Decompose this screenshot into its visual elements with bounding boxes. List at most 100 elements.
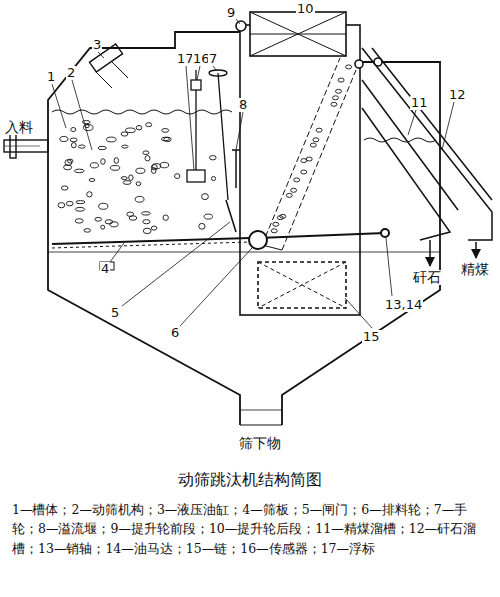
- drawing-stroke: [70, 138, 77, 142]
- drawing-stroke: [143, 151, 149, 155]
- drawing-stroke: [162, 129, 169, 133]
- drawing-stroke: [74, 169, 84, 173]
- key-entry: 4—筛板；: [242, 502, 301, 517]
- drawing-stroke: [336, 89, 342, 93]
- drawing-stroke: [338, 78, 344, 82]
- stream-label: 筛下物: [238, 436, 282, 451]
- drawing-stroke: [362, 48, 492, 240]
- drawing-stroke: [125, 128, 135, 133]
- drawing-stroke: [291, 188, 297, 192]
- drawing-stroke: [89, 179, 95, 182]
- drawing-stroke: [143, 220, 150, 224]
- callout-number: 13,14: [384, 298, 423, 312]
- sieve-plate: [52, 229, 389, 249]
- callout-number: 8: [238, 98, 248, 112]
- drawing-stroke: [105, 220, 113, 224]
- key-entry: 2—动筛机构；: [71, 502, 156, 517]
- stream-label: 精煤: [460, 262, 490, 277]
- drawing-stroke: [136, 182, 141, 186]
- callout-number: 12: [448, 88, 467, 102]
- drawing-stroke: [301, 159, 307, 163]
- drawing-stroke: [52, 84, 66, 128]
- drawing-stroke: [107, 137, 117, 142]
- key-entry: 14—油马达；: [105, 541, 185, 556]
- drawing-stroke: [129, 216, 137, 220]
- drawing-stroke: [87, 192, 92, 197]
- drawing-stroke: [355, 60, 363, 68]
- drawing-stroke: [240, 25, 360, 315]
- drawing-stroke: [99, 203, 108, 209]
- coal-particles: [58, 65, 352, 234]
- drawing-stroke: [372, 48, 492, 200]
- parts-key: 1—槽体；2—动筛机构；3—液压油缸；4—筛板；5—闸门；6—排料轮；7—手轮；…: [12, 500, 488, 558]
- key-entry: 5—闸门；: [302, 502, 361, 517]
- drawing-stroke: [71, 143, 76, 148]
- drawing-stroke: [197, 66, 200, 80]
- drawing-stroke: [429, 240, 431, 266]
- drawing-stroke: [61, 186, 68, 190]
- drawing-stroke: [110, 222, 118, 227]
- drawing-stroke: [271, 229, 277, 233]
- drawing-stroke: [310, 143, 316, 147]
- drawing-stroke: [146, 123, 152, 127]
- drawing-stroke: [175, 174, 180, 179]
- drawing-stroke: [262, 58, 340, 245]
- drawing-stroke: [58, 203, 65, 208]
- drawing-stroke: [145, 156, 150, 161]
- drawing-stroke: [313, 138, 319, 142]
- drawing-stroke: [475, 242, 477, 258]
- drawing-stroke: [114, 158, 118, 164]
- drawing-stroke: [84, 229, 91, 233]
- drawing-stroke: [331, 102, 337, 106]
- drawing-stroke: [226, 200, 236, 232]
- drawing-stroke: [250, 12, 346, 56]
- drawing-stroke: [236, 21, 246, 31]
- drawing-stroke: [48, 252, 440, 253]
- drawing-stroke: [136, 126, 142, 130]
- drawing-stroke: [112, 62, 128, 78]
- drawing-stroke: [4, 146, 40, 147]
- drawing-stroke: [48, 152, 240, 425]
- callout-number: 10: [296, 2, 315, 16]
- drawing-stroke: [143, 228, 151, 233]
- drawing-stroke: [129, 175, 133, 181]
- callout-number: 5: [110, 306, 120, 320]
- drawing-stroke: [75, 207, 84, 211]
- callout-number: 3: [92, 38, 102, 52]
- key-entry: 13—销轴；: [38, 541, 105, 556]
- drawing-stroke: [202, 194, 209, 200]
- drawing-stroke: [199, 223, 205, 229]
- callout-number: 11: [410, 96, 429, 110]
- drawing-stroke: [110, 243, 124, 262]
- key-entry: 6—排料轮；: [361, 502, 433, 517]
- drawing-stroke: [71, 128, 76, 132]
- key-entry: 17—浮标: [321, 541, 375, 556]
- drawing-stroke: [316, 128, 322, 132]
- drawing-stroke: [72, 80, 92, 150]
- drawing-stroke: [78, 145, 85, 148]
- elevator-chain: [262, 58, 356, 250]
- drawing-stroke: [249, 231, 267, 249]
- drawing-stroke: [163, 215, 168, 220]
- key-entry: 9—提升轮前段；: [110, 521, 208, 536]
- drawing-stroke: [52, 242, 250, 248]
- callout-number: 9: [226, 6, 236, 20]
- drawing-stroke: [240, 425, 282, 426]
- chutes: [362, 48, 492, 266]
- callout-number: 7: [208, 52, 218, 66]
- drawing-stroke: [236, 19, 240, 24]
- key-entry: 1—槽体；: [12, 502, 71, 517]
- drawing-stroke: [333, 96, 339, 100]
- drawing-stroke: [408, 110, 416, 135]
- drawing-stroke: [381, 229, 389, 237]
- callout-number: 1: [46, 70, 56, 84]
- key-entry: 15—链；: [186, 541, 240, 556]
- drawing-stroke: [110, 166, 119, 171]
- drawing-stroke: [240, 410, 282, 411]
- drawing-stroke: [75, 219, 83, 223]
- drawing-stroke: [294, 178, 300, 182]
- drawing-stroke: [180, 248, 252, 326]
- drawing-stroke: [96, 72, 112, 88]
- leader-lines: [52, 19, 454, 328]
- callout-number: 6: [170, 326, 180, 340]
